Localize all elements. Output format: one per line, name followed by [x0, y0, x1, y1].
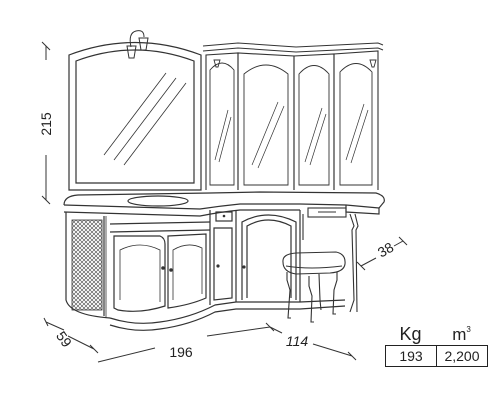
spec-table: Kg m3 193 2,200 [385, 319, 488, 367]
wall-lamp-icon [126, 30, 149, 59]
volume-header-unit: m [452, 325, 467, 344]
spec-header-row: Kg m3 [385, 319, 488, 345]
spec-value-row: 193 2,200 [385, 345, 488, 367]
vanity-table [302, 207, 359, 313]
stool [282, 251, 346, 323]
dimension-lines [41, 41, 408, 363]
volume-header-exponent: 3 [466, 325, 471, 334]
volume-header: m3 [436, 325, 487, 345]
main-mirror [68, 41, 202, 191]
height-dimension-label: 215 [38, 112, 54, 136]
corner-mirror-panels [205, 50, 379, 190]
weight-value: 193 [399, 348, 423, 364]
volume-value: 2,200 [436, 346, 487, 366]
door-knob-icon [161, 214, 246, 272]
right-depth-dimension-label: 38 [375, 239, 397, 261]
side-width-dimension-label: 114 [286, 333, 309, 349]
vanity-cabinet [65, 210, 346, 331]
weight-header: Kg [399, 324, 422, 344]
left-depth-dimension-label: 59 [53, 328, 75, 350]
corner-cornice [202, 42, 384, 53]
sconce-icon [213, 59, 377, 68]
main-width-dimension-label: 196 [169, 344, 193, 360]
